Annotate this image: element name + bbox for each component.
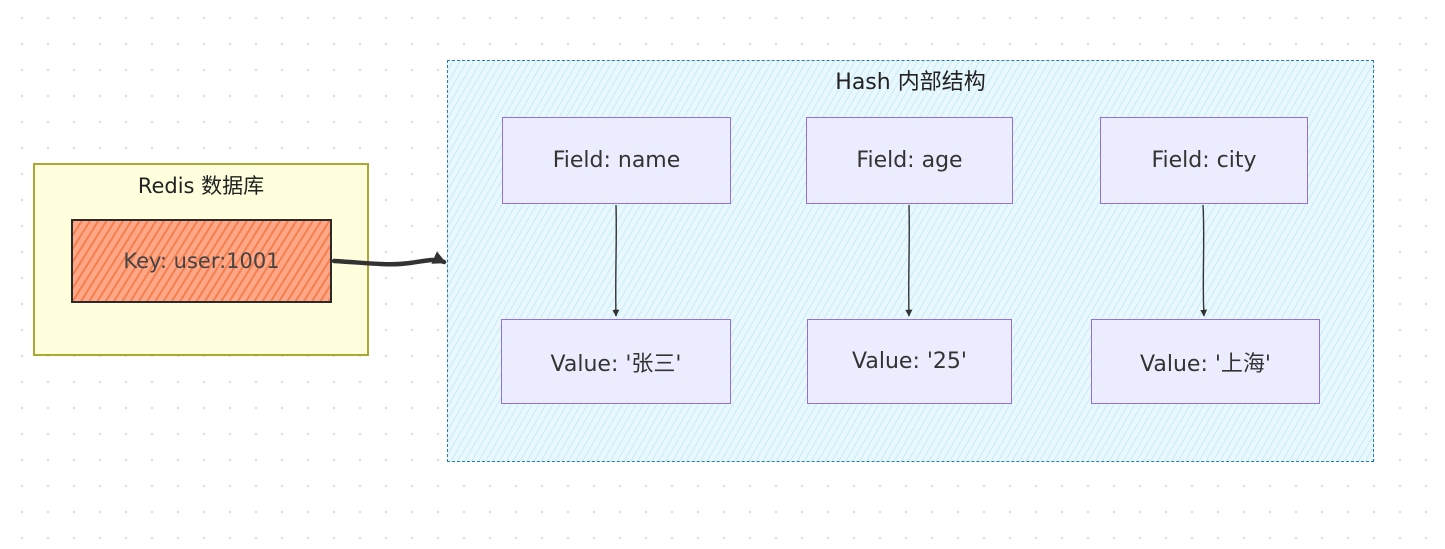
field-node-label: Field: name (552, 148, 681, 173)
value-node-label: Value: '25' (852, 349, 967, 374)
field-node-city[interactable]: Field: city (1100, 117, 1308, 204)
value-node-age[interactable]: Value: '25' (807, 319, 1012, 404)
value-node-label: Value: '上海' (1140, 351, 1271, 377)
field-node-age[interactable]: Field: age (806, 117, 1013, 204)
key-node-label: Key: user:1001 (123, 249, 280, 273)
value-node-label: Value: '张三' (550, 351, 682, 377)
value-node-city[interactable]: Value: '上海' (1091, 319, 1320, 404)
field-node-name[interactable]: Field: name (502, 117, 731, 204)
value-node-name[interactable]: Value: '张三' (501, 319, 731, 404)
redis-database-title: Redis 数据库 (137, 174, 265, 198)
field-node-label: Field: city (1151, 148, 1257, 173)
field-node-label: Field: age (856, 148, 963, 173)
key-node[interactable]: Key: user:1001 (71, 219, 332, 303)
hash-structure-title: Hash 内部结构 (835, 70, 986, 95)
